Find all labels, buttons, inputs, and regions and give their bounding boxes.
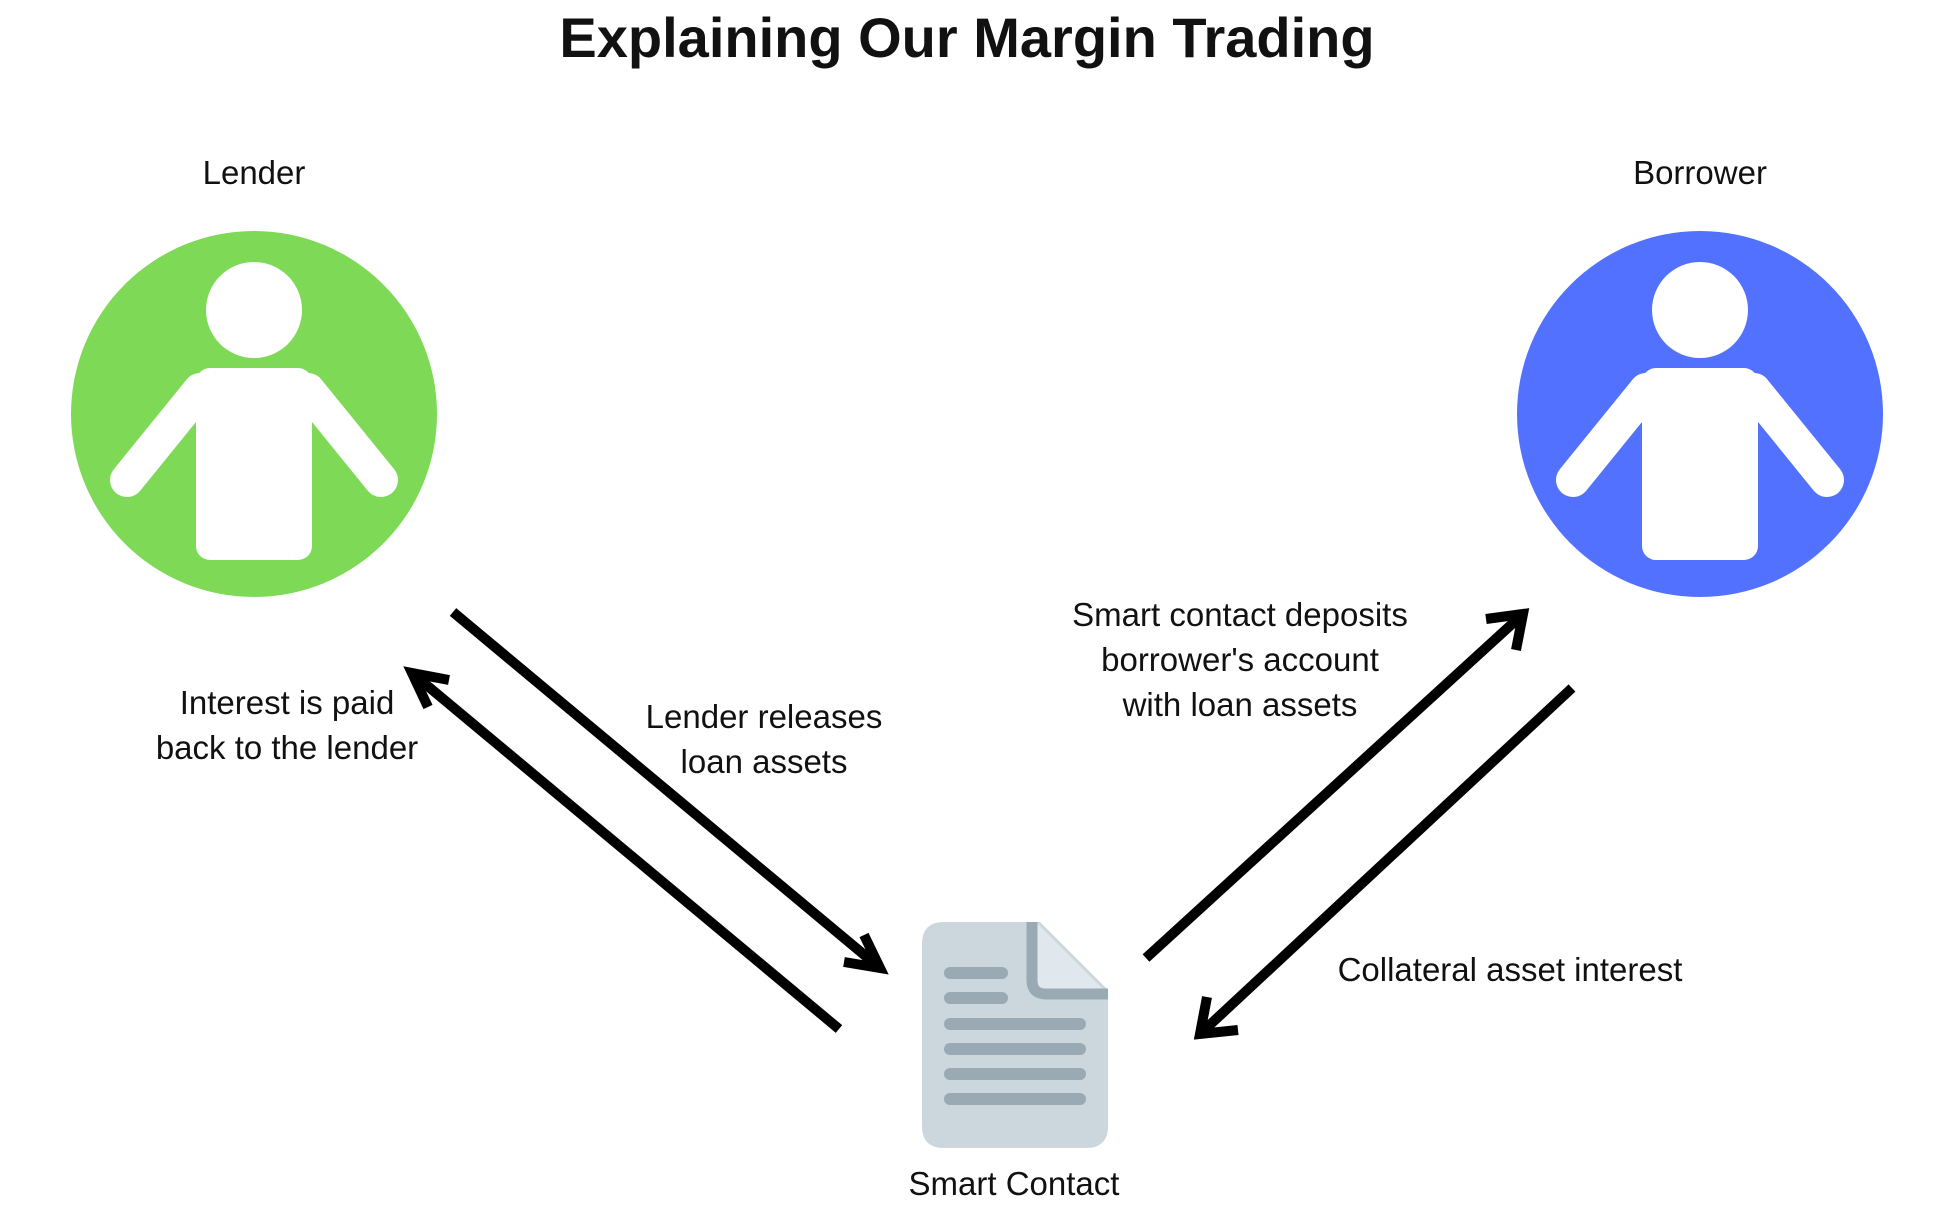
collateral-label: Collateral asset interest <box>1337 951 1683 988</box>
deposit-label: Smart contact deposits borrower's accoun… <box>1072 596 1408 723</box>
document-fold <box>1036 922 1108 994</box>
arrow-contract-to-borrower <box>1142 608 1530 962</box>
person-icon <box>110 262 398 560</box>
person-icon <box>1556 262 1844 560</box>
arrow-lender-to-contract <box>449 608 889 975</box>
lender-avatar <box>71 231 437 597</box>
document-icon <box>922 922 1108 1148</box>
arrow-borrower-to-contract <box>1193 684 1576 1040</box>
arrow-contract-to-lender <box>403 666 843 1033</box>
interest-paid-label: Interest is paid back to the lender <box>155 684 419 766</box>
diagram-title: Explaining Our Margin Trading <box>559 6 1375 69</box>
borrower-label: Borrower <box>1633 154 1767 191</box>
document-body <box>922 922 1108 1148</box>
contract-label: Smart Contact <box>908 1165 1120 1202</box>
lender-label: Lender <box>202 154 306 191</box>
borrower-avatar <box>1517 231 1883 597</box>
document-fold-edge <box>1026 922 1108 1000</box>
lender-release-label: Lender releases loan assets <box>645 698 883 780</box>
document-lines <box>944 967 1086 1105</box>
